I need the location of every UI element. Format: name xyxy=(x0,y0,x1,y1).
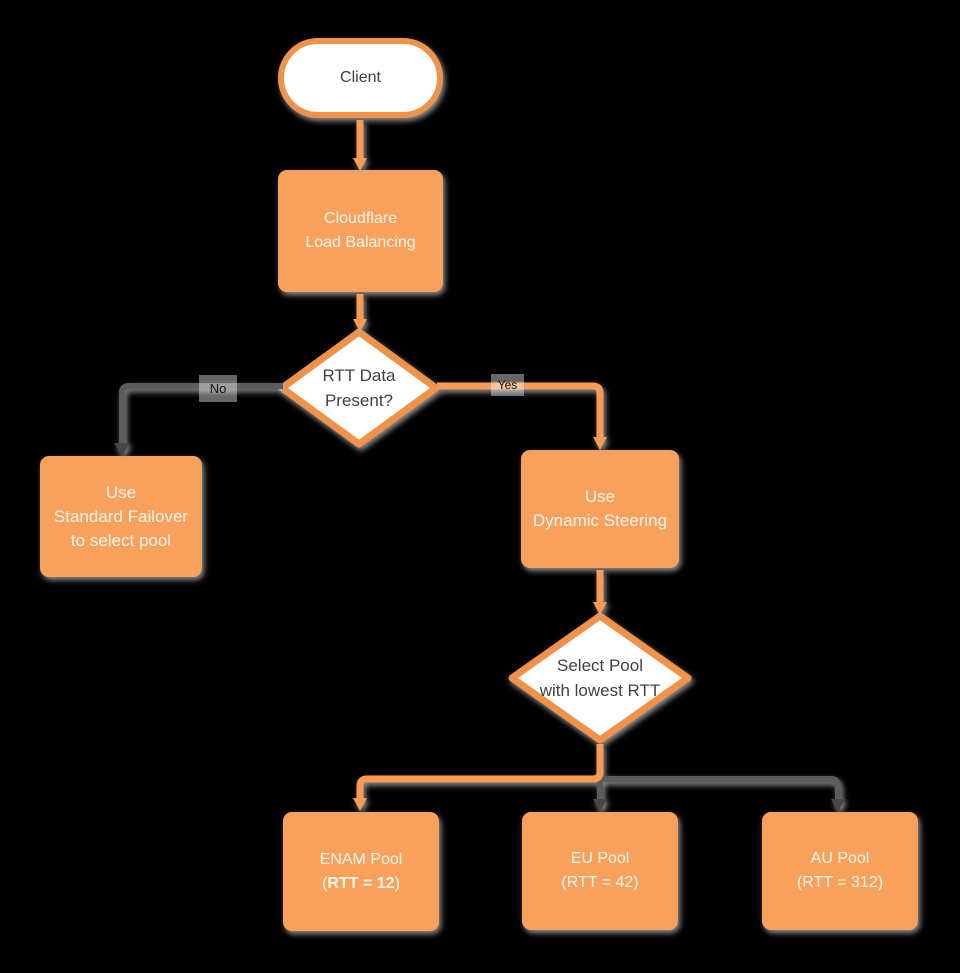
edge-enam-line xyxy=(356,744,604,799)
edge-label-yes-text: Yes xyxy=(497,378,518,392)
node-client: Client xyxy=(278,38,443,118)
edge-label-no-text: No xyxy=(209,381,227,396)
node-select-line1: Select Pool xyxy=(557,656,643,675)
decision-diamond-shape xyxy=(278,328,440,448)
node-au-pool: AU Pool (RTT = 312) xyxy=(762,812,918,930)
node-standard-failover: Use Standard Failover to select pool xyxy=(40,456,202,577)
node-rtt-line2: Present? xyxy=(324,391,394,410)
enam-rtt-paren-open: ( xyxy=(322,874,328,892)
node-lb-line2: Load Balancing xyxy=(305,234,416,251)
node-dynamic-steering: Use Dynamic Steering xyxy=(521,450,679,568)
node-dynamic-line2: Dynamic Steering xyxy=(532,511,668,530)
node-client-label: Client xyxy=(340,69,381,86)
edge-label-no: No xyxy=(199,375,237,402)
edge-yes-arrowhead-icon xyxy=(593,437,607,450)
node-eu-line1: EU Pool xyxy=(570,850,630,867)
node-au-line1: AU Pool xyxy=(810,850,870,867)
node-lb-line1: Cloudflare xyxy=(324,210,397,227)
node-failover-line1: Use xyxy=(105,482,137,502)
edge-label-yes: Yes xyxy=(491,374,524,396)
node-au-line2: (RTT = 312) xyxy=(796,874,884,891)
edge-enam-arrowhead-icon xyxy=(353,798,367,811)
node-failover-line2: Standard Failover xyxy=(53,506,189,526)
node-select-line2: with lowest RTT xyxy=(539,681,661,700)
enam-rtt-paren-close: ) xyxy=(394,874,400,892)
edge-no-arrowhead-icon xyxy=(114,443,130,456)
edge-au-line xyxy=(600,776,841,800)
edge-au-arrowhead-icon xyxy=(831,799,845,812)
node-eu-pool: EU Pool (RTT = 42) xyxy=(522,812,678,930)
node-enam-line2: (RTT = 12) xyxy=(322,872,400,896)
enam-rtt-value: RTT = 12 xyxy=(327,874,395,892)
node-eu-line2: (RTT = 42) xyxy=(561,874,639,891)
node-cloudflare-load-balancing: Cloudflare Load Balancing xyxy=(278,170,443,292)
node-enam-line1: ENAM Pool xyxy=(319,850,403,868)
node-rtt-data-present: RTT Data Present? xyxy=(278,328,440,448)
node-dynamic-line1: Use xyxy=(584,487,616,506)
decision-diamond-shape xyxy=(508,612,692,744)
node-select-pool-lowest-rtt: Select Pool with lowest RTT xyxy=(508,612,692,744)
node-rtt-line1: RTT Data xyxy=(322,366,396,385)
node-enam-pool: ENAM Pool (RTT = 12) xyxy=(283,812,439,931)
node-failover-line3: to select pool xyxy=(70,530,172,550)
edge-eu-arrowhead-icon xyxy=(593,799,607,812)
